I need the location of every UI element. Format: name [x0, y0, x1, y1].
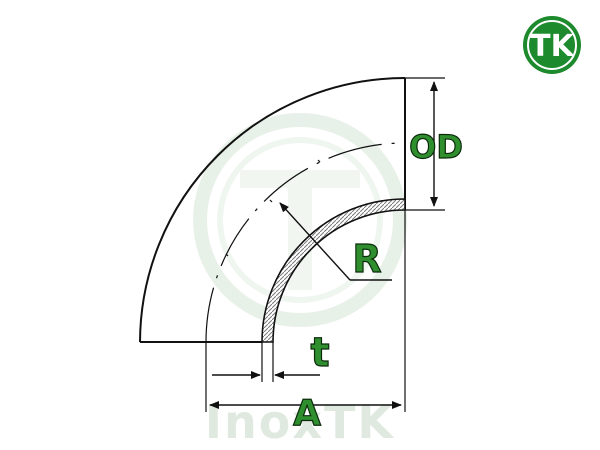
radius-leader: [279, 202, 392, 281]
thickness-dimension: [212, 342, 320, 382]
od-label: OD: [409, 128, 463, 166]
elbow-outline: [139, 77, 406, 343]
tk-logo-text: TK: [530, 29, 575, 64]
tk-logo: TK: [523, 16, 581, 74]
length-label: A: [293, 393, 321, 434]
length-dimension: [205, 210, 406, 412]
watermark-logo: [193, 113, 407, 327]
od-dimension: [405, 77, 445, 211]
radius-label: R: [352, 237, 381, 281]
centerline-dots: [225, 159, 321, 257]
thickness-label: t: [310, 330, 329, 376]
centerline-arc: [205, 142, 406, 343]
wall-section: [261, 198, 406, 343]
